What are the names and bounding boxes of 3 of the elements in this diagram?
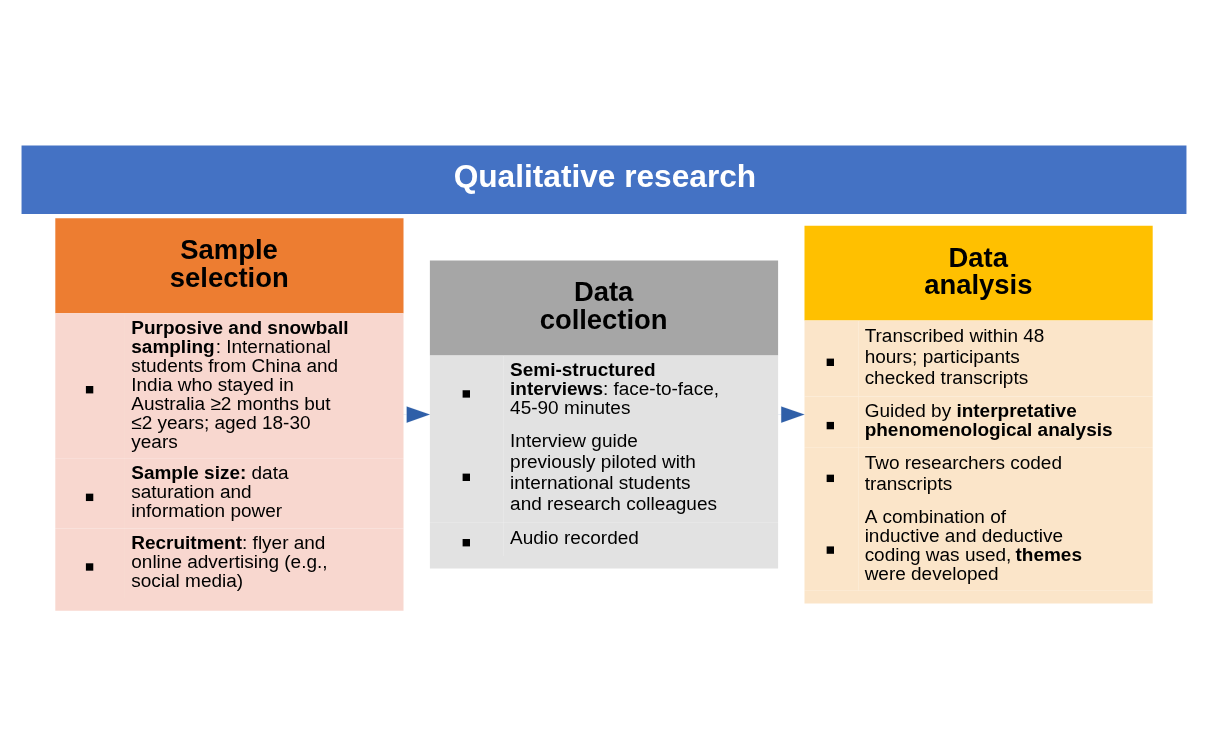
- diagram-title: Qualitative research: [453, 157, 757, 194]
- arrow: [778, 405, 805, 423]
- arrow: [403, 405, 430, 423]
